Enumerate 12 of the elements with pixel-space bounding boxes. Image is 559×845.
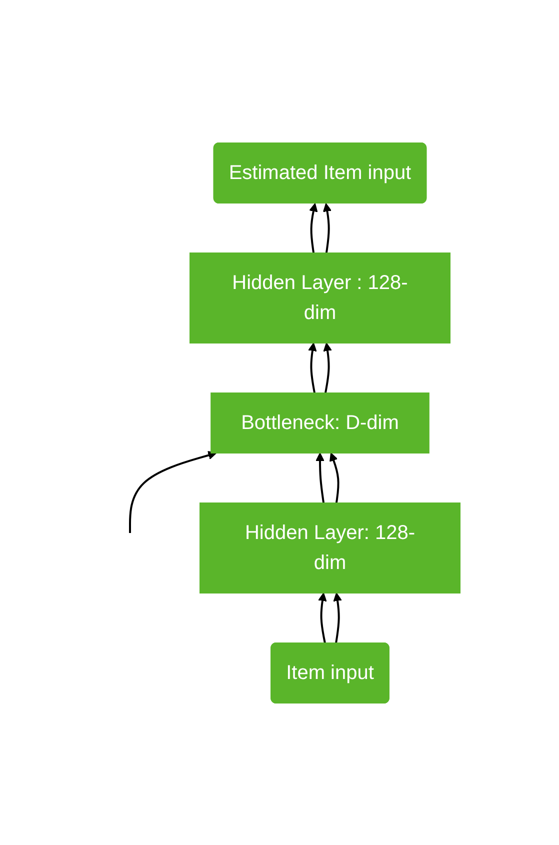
arrow [318, 592, 326, 644]
node-box: Hidden Layer : 128-dim [189, 252, 450, 343]
arrow [332, 592, 342, 644]
node-box: Bottleneck: D-dim [210, 392, 429, 453]
arrow [315, 452, 324, 503]
arrow [308, 342, 316, 393]
arrow [308, 202, 318, 253]
arrow [322, 342, 332, 393]
arrow [322, 202, 332, 253]
arrow [128, 450, 216, 532]
arrow [328, 452, 339, 503]
node-box: Hidden Layer: 128-dim [199, 502, 460, 593]
